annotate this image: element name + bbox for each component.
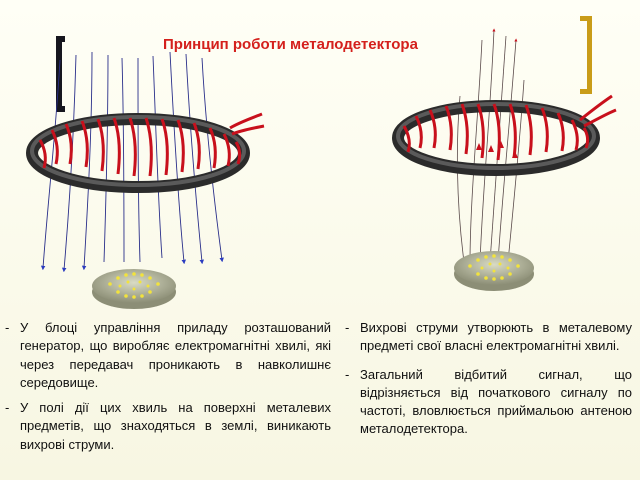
coin-left-icon bbox=[92, 269, 176, 309]
slide-title: Принцип роботи металодетектора bbox=[163, 36, 418, 53]
search-coil-right-icon bbox=[392, 94, 617, 176]
coin-right-icon bbox=[454, 251, 534, 291]
right-item-1-text: Вихрові струми утворюють в металевому пр… bbox=[360, 320, 632, 354]
left-field-lines bbox=[40, 51, 224, 273]
diagram bbox=[26, 28, 617, 309]
left-item-2: - У полі дії цих хвиль на поверхні метал… bbox=[5, 399, 331, 454]
bullet-dash: - bbox=[5, 400, 10, 416]
bullet-dash: - bbox=[345, 366, 350, 382]
right-item-1: - Вихрові струми утворюють в металевому … bbox=[345, 319, 632, 356]
left-description: - У блоці управління приладу розташовани… bbox=[5, 319, 331, 454]
left-item-1: - У блоці управління приладу розташовани… bbox=[5, 319, 331, 392]
right-item-2-text: Загальний відбитий сигнал, що відрізняєт… bbox=[360, 366, 632, 437]
left-item-2-text: У полі дії цих хвиль на поверхні металев… bbox=[20, 400, 331, 452]
search-coil-left-icon bbox=[26, 112, 265, 193]
right-bracket-decoration bbox=[580, 16, 592, 94]
bullet-dash: - bbox=[345, 320, 350, 335]
bullet-dash: - bbox=[5, 320, 10, 335]
right-item-2: - Загальний відбитий сигнал, що відрізня… bbox=[345, 366, 632, 439]
left-item-1-text: У блоці управління приладу розташований … bbox=[20, 320, 331, 390]
right-description: - Вихрові струми утворюють в металевому … bbox=[345, 319, 632, 439]
